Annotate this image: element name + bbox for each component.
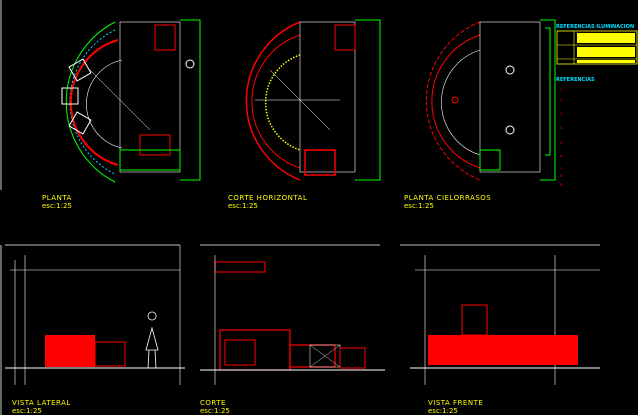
view-scale: esc:1:25 bbox=[228, 202, 258, 210]
view-title: VISTA LATERAL bbox=[12, 399, 71, 407]
view-planta-cielorrasos bbox=[425, 19, 556, 181]
view-scale: esc:1:25 bbox=[404, 202, 434, 210]
ref-number: 4 bbox=[560, 126, 563, 130]
view-title: CORTE HORIZONTAL bbox=[228, 194, 308, 202]
view-scale: esc:1:25 bbox=[42, 202, 72, 210]
legend-references-title: REFERENCIAS bbox=[556, 77, 595, 83]
ref-number: 7 bbox=[560, 167, 563, 171]
view-scale: esc:1:25 bbox=[12, 407, 42, 415]
view-title: CORTE bbox=[200, 399, 226, 407]
ref-number: 3 bbox=[560, 112, 563, 116]
ref-number: 9 bbox=[560, 183, 563, 187]
ref-number: 6 bbox=[560, 154, 563, 158]
ref-number: 2 bbox=[560, 98, 563, 102]
view-scale: esc:1:25 bbox=[428, 407, 458, 415]
view-scale: esc:1:25 bbox=[200, 407, 230, 415]
legend-lighting-title: REFERENCIAS ILUMINACION bbox=[556, 24, 635, 30]
ref-number: 8 bbox=[560, 174, 563, 178]
view-corte-horizontal bbox=[245, 19, 381, 181]
legend-box bbox=[545, 27, 638, 156]
view-vista-lateral bbox=[5, 245, 185, 385]
view-planta bbox=[61, 19, 201, 183]
ref-number: 5 bbox=[560, 141, 563, 145]
view-vista-frente bbox=[410, 255, 600, 385]
view-title: PLANTA CIELORRASOS bbox=[404, 194, 492, 202]
view-title: VISTA FRENTE bbox=[428, 399, 484, 407]
ref-number: 1 bbox=[560, 88, 563, 92]
separators bbox=[0, 0, 600, 415]
view-title: PLANTA bbox=[42, 194, 72, 202]
view-corte bbox=[200, 255, 385, 385]
